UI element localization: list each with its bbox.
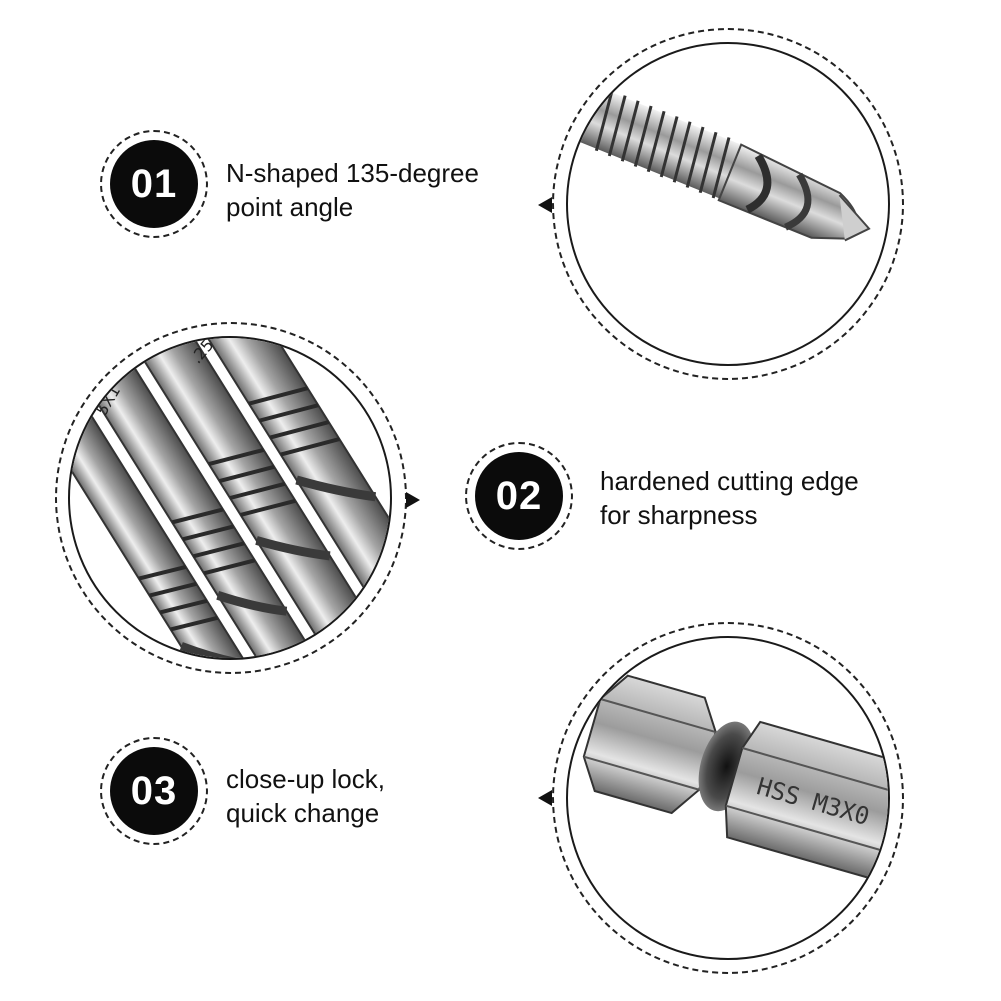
pointer-arrow-icon xyxy=(538,790,552,806)
caption-line-2: point angle xyxy=(226,192,354,222)
drill-set-closeup-image: 5X1 .25 xyxy=(68,336,392,660)
pointer-arrow-icon xyxy=(538,197,552,213)
badge-ring: 02 xyxy=(465,442,573,550)
caption-line-1: N-shaped 135-degree xyxy=(226,158,479,188)
drill-tip-closeup-image xyxy=(566,42,890,366)
feature-01-caption: N-shaped 135-degree point angle xyxy=(226,156,546,224)
drill-set-illustration: 5X1 .25 xyxy=(70,338,390,658)
pointer-arrow-icon xyxy=(406,492,420,508)
badge-ring: 03 xyxy=(100,737,208,845)
badge-ring: 01 xyxy=(100,130,208,238)
feature-number-badge: 02 xyxy=(475,452,563,540)
feature-02-caption: hardened cutting edge for sharpness xyxy=(600,464,920,532)
hex-shank-closeup-image: HSS M3X0 xyxy=(566,636,890,960)
hex-shank-illustration: HSS M3X0 xyxy=(582,674,888,883)
feature-03-caption: close-up lock, quick change xyxy=(226,762,546,830)
photo-ring-hex-shank xyxy=(552,622,904,974)
caption-line-1: hardened cutting edge xyxy=(600,466,859,496)
feature-number-badge: 03 xyxy=(110,747,198,835)
feature-number-badge: 01 xyxy=(110,140,198,228)
caption-line-1: close-up lock, xyxy=(226,764,385,794)
photo-ring-drill-tip xyxy=(552,28,904,380)
caption-line-2: for sharpness xyxy=(600,500,758,530)
caption-line-2: quick change xyxy=(226,798,380,828)
drill-tip-illustration xyxy=(571,84,871,242)
